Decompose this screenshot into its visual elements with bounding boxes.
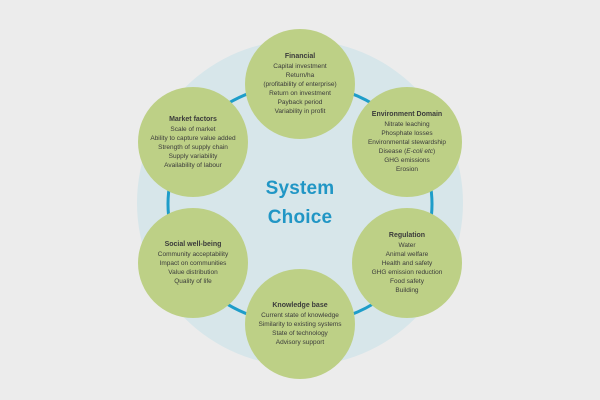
node-title: Environment Domain xyxy=(371,111,443,118)
node-item: Environmental stewardship xyxy=(367,139,447,146)
node-item: Return on investment xyxy=(269,90,331,97)
node-item: Water xyxy=(398,242,416,249)
node-item: Ability to capture value added xyxy=(150,134,236,142)
node-knowledge-base: Knowledge base Current state of knowledg… xyxy=(245,269,355,379)
node-item: Return/ha xyxy=(285,72,315,79)
node-item: Animal welfare xyxy=(385,251,429,258)
node-item: Value distribution xyxy=(168,269,218,276)
node-item: Health and safety xyxy=(381,260,433,267)
diagram-title: System Choice xyxy=(265,178,335,228)
node-item: Current state of knowledge xyxy=(261,312,339,319)
node-item: Advisory support xyxy=(275,339,325,346)
node-item: Building xyxy=(395,287,419,294)
node-item: (profitability of enterprise) xyxy=(263,81,337,88)
node-item: GHG emission reduction xyxy=(371,269,443,276)
node-item: Scale of market xyxy=(170,125,216,133)
node-item: Nitrate leaching xyxy=(384,121,430,128)
node-item: Quality of life xyxy=(174,278,212,285)
node-item: Payback period xyxy=(277,99,323,106)
node-item: Disease (E-coli etc) xyxy=(378,148,436,155)
node-title: Knowledge base xyxy=(272,302,328,309)
node-item: Phosphate losses xyxy=(381,130,433,137)
node-item: Similarity to existing systems xyxy=(258,321,342,328)
node-item: Supply variability xyxy=(168,152,218,160)
node-item: Variability in profit xyxy=(274,108,326,115)
node-title: Financial xyxy=(284,53,316,60)
node-item: Availability of labour xyxy=(164,161,222,169)
node-item: Strength of supply chain xyxy=(158,143,228,151)
node-title: Market factors xyxy=(169,115,217,123)
node-item: Erosion xyxy=(395,166,419,173)
node-title: Regulation xyxy=(388,232,426,239)
node-item: Community acceptability xyxy=(157,251,229,258)
node-item: State of technology xyxy=(272,330,328,337)
node-item: Food safety xyxy=(390,278,424,285)
node-item: Capital investment xyxy=(273,63,327,70)
node-item: Impact on communities xyxy=(159,260,227,267)
node-item: GHG emissions xyxy=(384,157,430,164)
node-social-well-being: Social well-being Community acceptabilit… xyxy=(138,208,248,318)
node-title: Social well-being xyxy=(164,241,222,248)
